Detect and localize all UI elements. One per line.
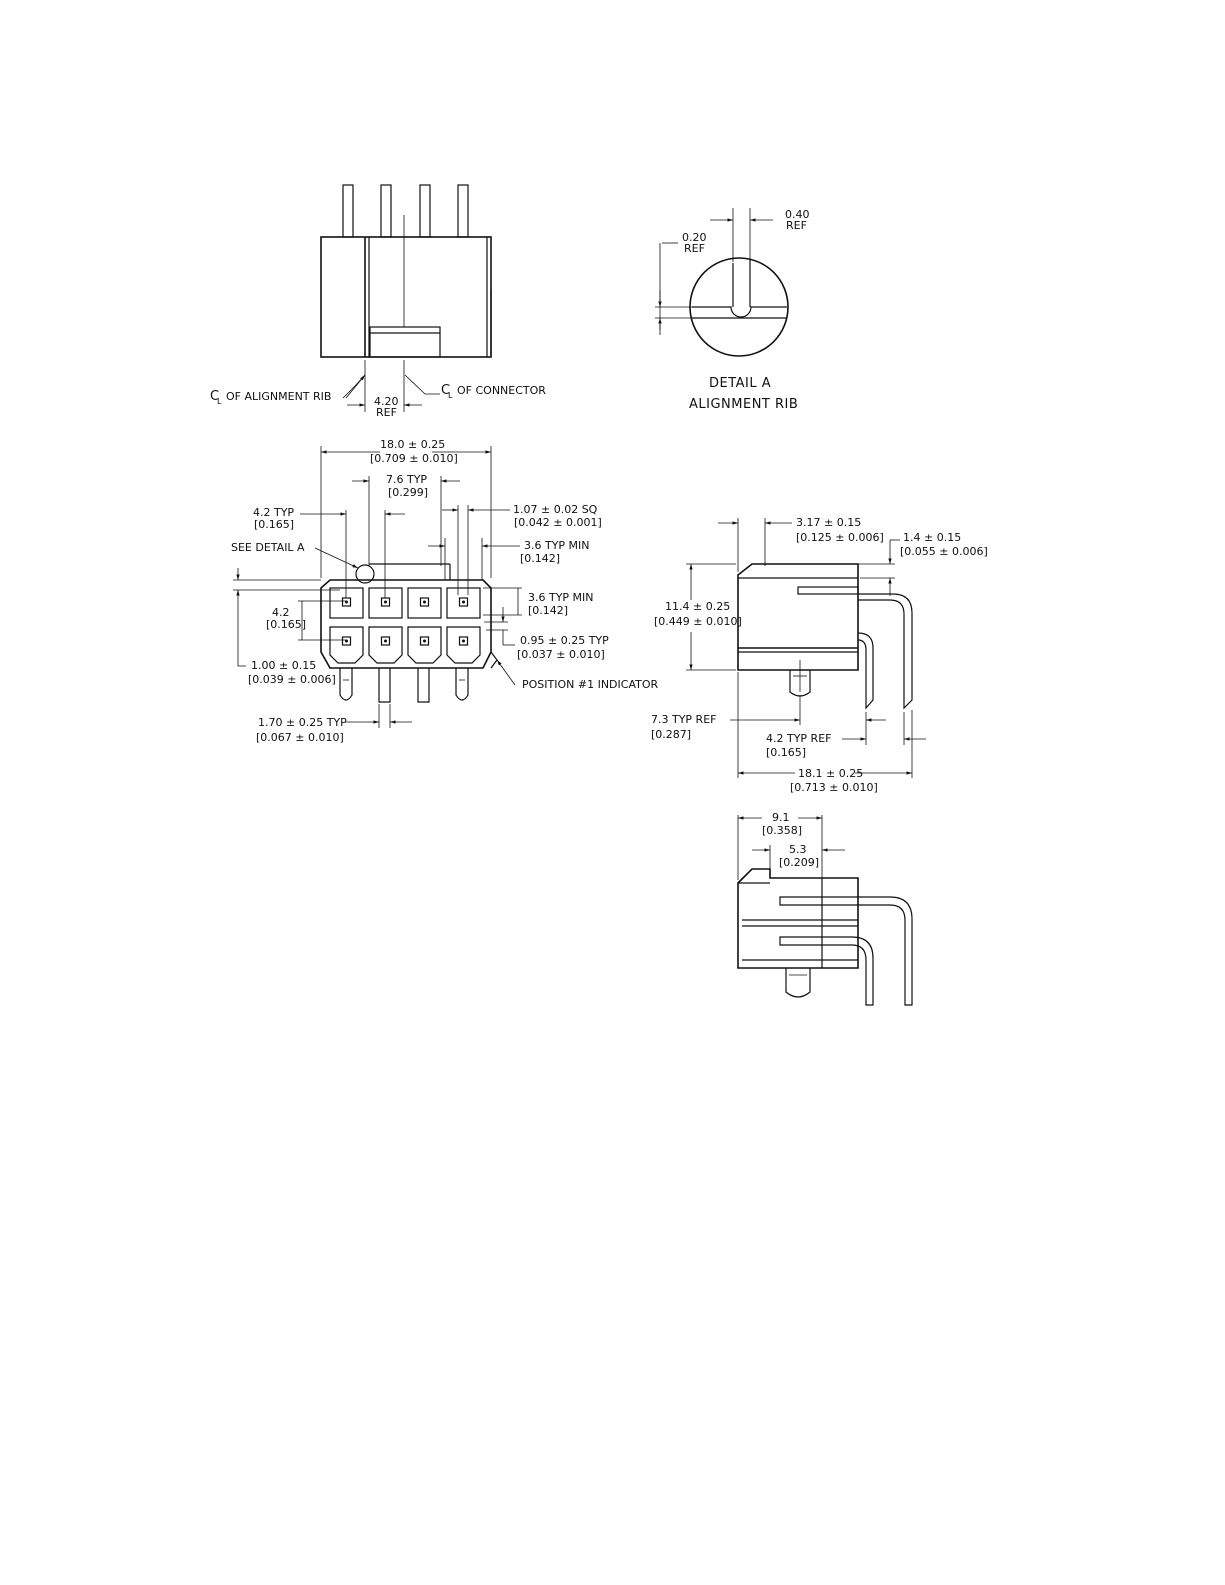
pin-r2-c1: [341, 636, 352, 646]
cavity-r2-c1: [329, 626, 364, 664]
front-view: 18.0 ± 0.25 [0.709 ± 0.010] 7.6 TYP [0.2…: [231, 438, 658, 744]
pin-sq-dim: 1.07 ± 0.02 SQ: [513, 503, 598, 516]
dim-53-in: [0.209]: [779, 856, 819, 869]
dim-91: 9.1: [772, 811, 790, 824]
dim-91-in: [0.358]: [762, 824, 802, 837]
side-length: 18.1 ± 0.25: [798, 767, 863, 780]
front-width-in: [0.709 ± 0.010]: [370, 452, 458, 465]
pin-r1-c3: [419, 597, 430, 607]
cl-sub-conn: L: [448, 391, 453, 400]
dim-095-in: [0.037 ± 0.010]: [517, 648, 605, 661]
dim-020: 0.20: [682, 231, 707, 244]
pin-r2-c4: [458, 636, 469, 646]
min-36-right: 3.6 TYP MIN: [528, 591, 594, 604]
dim-14-in: [0.055 ± 0.006]: [900, 545, 988, 558]
pin-center-r1-c4: [462, 600, 465, 604]
cavity-r1-c1: [329, 587, 364, 619]
top-view: C L OF ALIGNMENT RIB C L OF CONNECTOR 4.…: [210, 184, 546, 419]
dim-100: 1.00 ± 0.15: [251, 659, 316, 672]
dim-170: 1.70 ± 0.25 TYP: [258, 716, 347, 729]
side-height-in: [0.449 ± 0.010]: [654, 615, 742, 628]
dim-42-ref-in: [0.165]: [766, 746, 806, 759]
detail-a-subtitle: ALIGNMENT RIB: [689, 397, 798, 412]
dim-317: 3.17 ± 0.15: [796, 516, 861, 529]
position-1-indicator: POSITION #1 INDICATOR: [522, 678, 658, 691]
cl-sub-rib: L: [217, 397, 222, 406]
dim-020-ref: REF: [684, 242, 705, 255]
dim-73-in: [0.287]: [651, 728, 691, 741]
dim-73: 7.3 TYP REF: [651, 713, 716, 726]
dim-317-in: [0.125 ± 0.006]: [796, 531, 884, 544]
cl-alignment-rib-label: OF ALIGNMENT RIB: [226, 390, 331, 403]
rib-offset-ref: REF: [376, 406, 397, 419]
dim-14: 1.4 ± 0.15: [903, 531, 961, 544]
dim-040: 0.40: [785, 208, 810, 221]
cavity-r2-c2: [368, 626, 403, 664]
side-length-in: [0.713 ± 0.010]: [790, 781, 878, 794]
pitch-76-typ-in: [0.299]: [388, 486, 428, 499]
cavity-r1-c4: [446, 587, 481, 619]
pin-center-r2-c4: [462, 639, 465, 643]
pin-center-r2-c2: [384, 639, 387, 643]
pin-sq-dim-in: [0.042 ± 0.001]: [514, 516, 602, 529]
pitch-42-typ-in: [0.165]: [254, 518, 294, 531]
dim-100-in: [0.039 ± 0.006]: [248, 673, 336, 686]
pin-r2-c3: [419, 636, 430, 646]
dim-095: 0.95 ± 0.25 TYP: [520, 634, 609, 647]
dim-53: 5.3: [789, 843, 807, 856]
row-pitch-in: [0.165]: [266, 618, 306, 631]
cavity-r1-c3: [407, 587, 442, 619]
side-height: 11.4 ± 0.25: [665, 600, 730, 613]
pin-center-r1-c2: [384, 600, 387, 604]
cavity-r2-c3: [407, 626, 442, 664]
rib-offset-dim: 4.20: [374, 395, 399, 408]
pin-r1-c4: [458, 597, 469, 607]
cl-connector-label: OF CONNECTOR: [457, 384, 546, 397]
pin-r1-c1: [341, 597, 352, 607]
pin-r2-c2: [380, 636, 391, 646]
front-width-mm: 18.0 ± 0.25: [380, 438, 445, 451]
pin-center-r2-c3: [423, 639, 426, 643]
pin-center-r1-c3: [423, 600, 426, 604]
dim-42-ref: 4.2 TYP REF: [766, 732, 831, 745]
detail-a-title: DETAIL A: [709, 376, 771, 391]
row-pitch: 4.2: [272, 606, 290, 619]
cl-symbol-conn: C: [441, 383, 451, 398]
dim-170-in: [0.067 ± 0.010]: [256, 731, 344, 744]
cavity-r1-c2: [368, 587, 403, 619]
pin-r1-c2: [380, 597, 391, 607]
cl-symbol-rib: C: [210, 389, 220, 404]
side-view: 3.17 ± 0.15 [0.125 ± 0.006] 1.4 ± 0.15 […: [651, 516, 988, 794]
min-36-top: 3.6 TYP MIN: [524, 539, 590, 552]
min-36-right-in: [0.142]: [528, 604, 568, 617]
cavity-r2-c4: [446, 626, 481, 664]
dim-040-ref: REF: [786, 219, 807, 232]
see-detail-a: SEE DETAIL A: [231, 541, 305, 554]
detail-a-view: 0.20 REF 0.40 REF DETAIL A ALIGNMENT RIB: [655, 208, 810, 412]
section-view: 9.1 [0.358] 5.3 [0.209]: [737, 811, 913, 1006]
pitch-76-typ: 7.6 TYP: [386, 473, 427, 486]
pitch-42-typ: 4.2 TYP: [253, 506, 294, 519]
min-36-top-in: [0.142]: [520, 552, 560, 565]
